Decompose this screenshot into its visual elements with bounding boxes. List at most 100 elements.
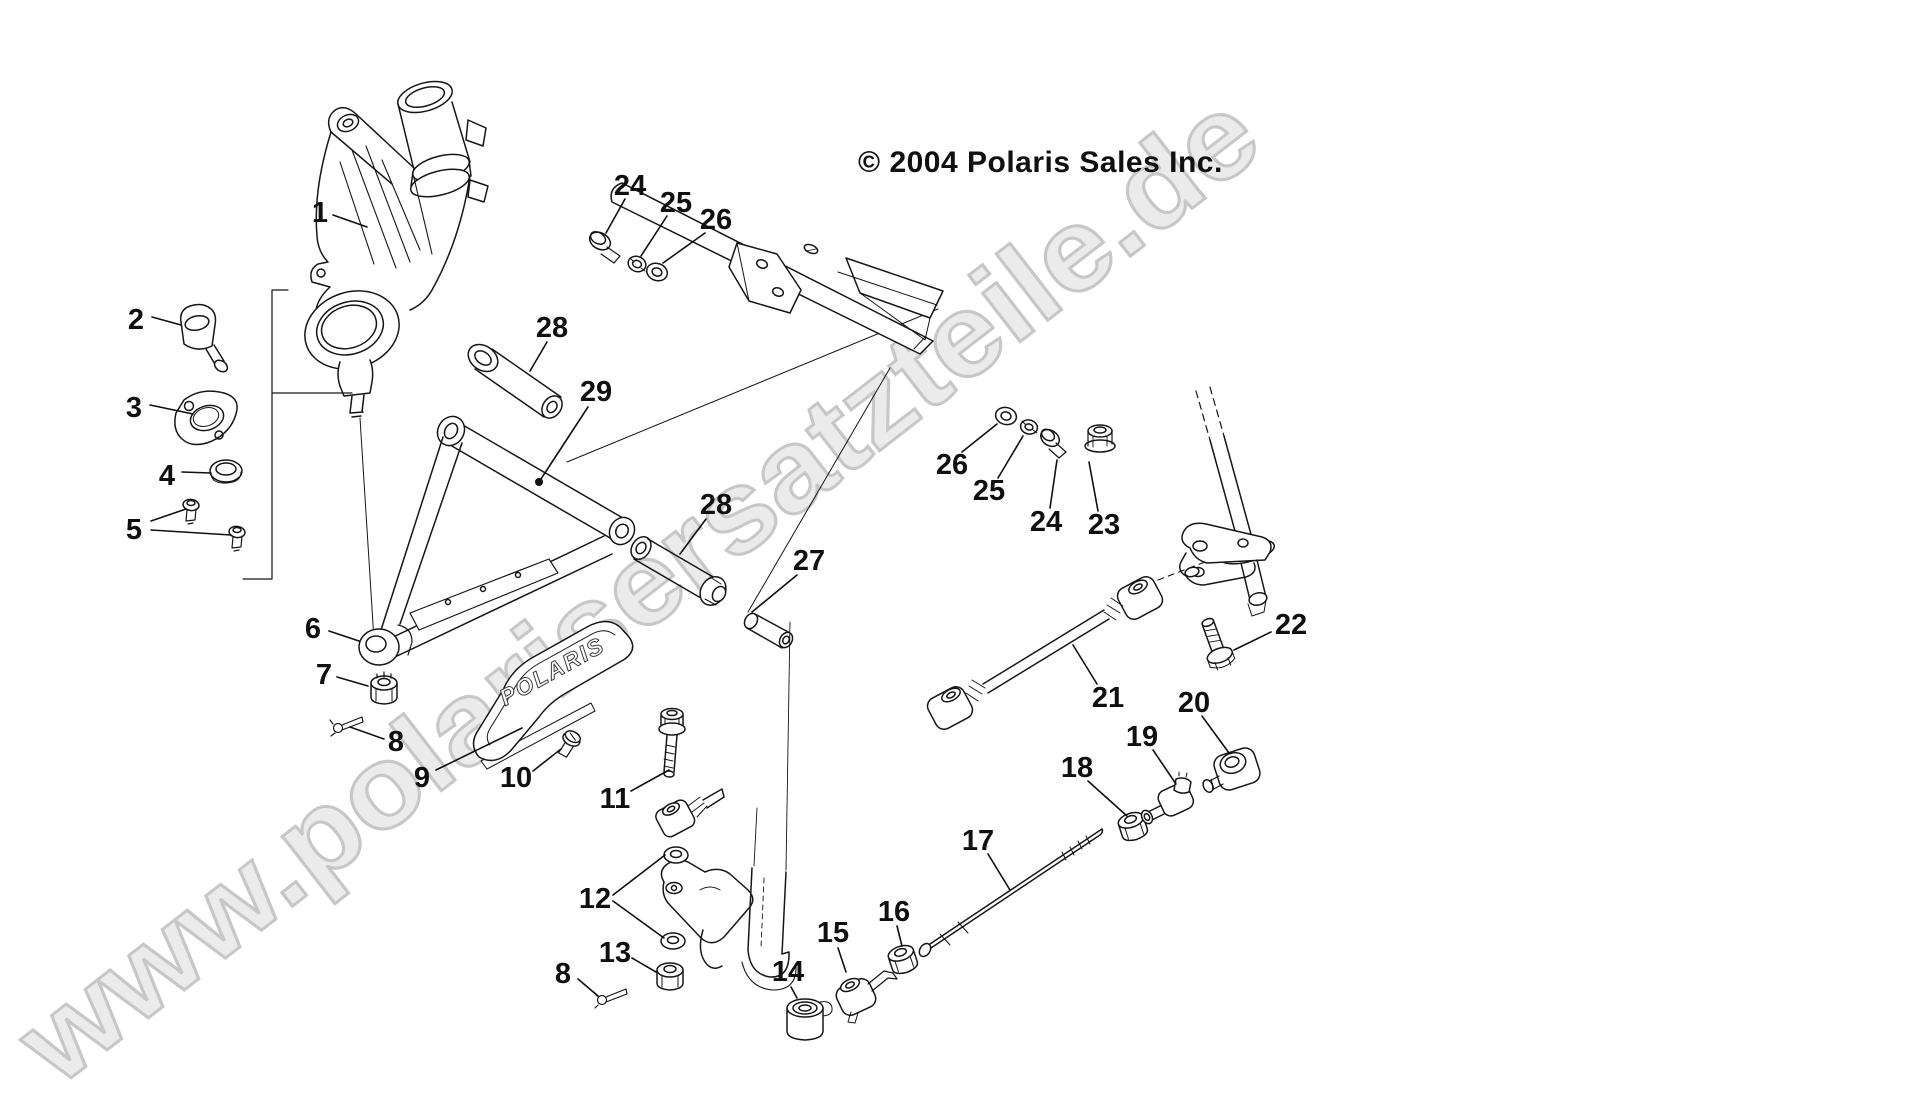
bolt-part-10: [557, 730, 582, 758]
pitman-arm-part: [660, 621, 797, 991]
callout-label-22: 22: [1275, 609, 1307, 641]
callout-leader-line: [640, 215, 668, 257]
gasket-part: [174, 390, 238, 446]
callout-leader-line: [1072, 644, 1098, 685]
callout-leader-line: [151, 316, 182, 326]
fastener-set-upper: [588, 231, 669, 282]
callout-leader-line: [631, 957, 657, 973]
retainer-washer-part: [209, 459, 243, 484]
bolt-part-11: [658, 707, 686, 778]
callout-label-11: 11: [600, 783, 631, 815]
inner-tie-rod-end-part: [655, 788, 725, 838]
ball-joint-part: [179, 303, 229, 373]
nut-part-16: [887, 944, 919, 975]
callout-label-20: 20: [1178, 687, 1210, 719]
callout-leader-dot: [535, 478, 543, 486]
callout-leader-line: [605, 198, 626, 234]
callout-label-2: 2: [128, 304, 144, 336]
callout-leader-line: [987, 853, 1011, 891]
callout-label-25: 25: [973, 475, 1005, 507]
callout-leader-line: [1088, 461, 1099, 512]
a-arm-part: [358, 415, 636, 666]
pivot-tube-part: [467, 343, 563, 419]
alignment-lines: [566, 308, 939, 613]
watermark-text: www.polarisersatzteile.de: [0, 67, 1282, 1108]
callout-label-8: 8: [388, 726, 404, 758]
callout-leader-line: [336, 676, 369, 687]
copyright-text: © 2004 Polaris Sales Inc.: [858, 146, 1223, 179]
callout-leader-line: [751, 574, 798, 613]
pivot-bolt-part: [630, 536, 727, 606]
callout-label-16: 16: [878, 896, 910, 928]
callout-label-28: 28: [536, 312, 568, 344]
callout-leader-line: [532, 748, 562, 772]
callout-label-26: 26: [700, 204, 732, 236]
callout-label-1: 1: [312, 197, 328, 229]
cotter-pin-parts: [329, 716, 628, 1009]
callout-label-25: 25: [660, 187, 692, 219]
callout-leader-line: [1049, 459, 1058, 509]
callout-leader-line: [1152, 749, 1177, 785]
callout-label-26: 26: [936, 449, 968, 481]
tie-rod-part: [918, 828, 1104, 958]
callout-leader-line: [150, 508, 187, 522]
tie-rod-end-part-15: [835, 970, 898, 1024]
callout-label-18: 18: [1061, 752, 1093, 784]
callout-leader-line: [790, 986, 798, 999]
nut-part-23: [1084, 424, 1116, 453]
spacer-tube-part: [743, 612, 794, 649]
callout-label-13: 13: [599, 937, 631, 969]
callout-leader-line: [896, 925, 903, 947]
callout-label-3: 3: [126, 392, 142, 424]
callout-leader-line: [1201, 715, 1230, 754]
callout-leader-line: [1233, 631, 1272, 651]
frame-rail-part: [610, 182, 944, 355]
callout-label-27: 27: [793, 545, 825, 577]
drag-link-part: [926, 576, 1164, 730]
callout-label-5: 5: [126, 514, 142, 546]
callout-leader-line: [961, 423, 998, 453]
callout-label-28: 28: [700, 489, 732, 521]
callout-leader-line: [612, 900, 665, 939]
callout-label-9: 9: [414, 762, 430, 794]
callout-label-4: 4: [159, 460, 175, 492]
callout-leader-line: [435, 727, 523, 771]
callout-leader-line: [630, 769, 670, 792]
callout-leader-line: [662, 232, 706, 264]
callout-label-19: 19: [1126, 721, 1158, 753]
callout-leader-line: [538, 406, 589, 483]
callout-leader-line: [181, 471, 212, 474]
callout-label-21: 21: [1092, 682, 1124, 714]
callout-leader-line: [997, 435, 1024, 479]
tie-rod-end-part-19: [1140, 771, 1195, 825]
callout-label-24: 24: [1030, 506, 1062, 538]
castle-nut-part-7: [370, 671, 398, 705]
callout-label-8: 8: [555, 958, 571, 990]
callout-label-29: 29: [580, 376, 612, 408]
callout-leader-line: [332, 214, 368, 228]
steering-knuckle-part: [304, 80, 489, 641]
screw-parts: [182, 498, 246, 552]
callout-leader-line: [529, 341, 548, 372]
callout-leader-line: [679, 518, 707, 555]
nut-part-13: [656, 962, 684, 991]
rod-end-part-20: [1202, 747, 1261, 793]
callout-label-14: 14: [772, 956, 804, 988]
callout-leader-line: [612, 854, 666, 896]
callout-leader-line: [349, 726, 385, 740]
callout-leader-line: [577, 978, 599, 997]
callout-leader-line: [1087, 780, 1128, 817]
nut-part-18: [1117, 811, 1149, 842]
callout-leader-line: [837, 947, 847, 973]
steering-post-part: [1157, 386, 1276, 617]
callout-label-6: 6: [305, 613, 321, 645]
assembly-bracket-line: [242, 289, 353, 580]
callout-leader-line: [149, 404, 194, 415]
callout-label-17: 17: [962, 825, 994, 857]
bushing-part-14: [786, 998, 833, 1041]
callout-label-7: 7: [316, 659, 332, 691]
callout-label-10: 10: [500, 762, 532, 794]
